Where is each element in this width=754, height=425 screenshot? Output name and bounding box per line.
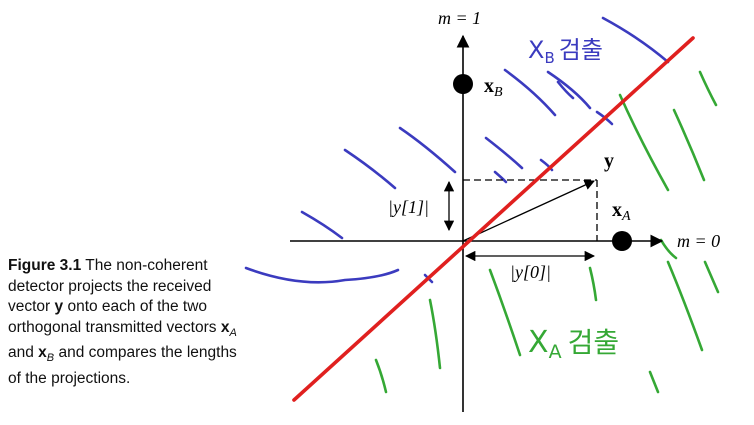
hatch-stroke-a [374, 358, 388, 394]
hatch-stroke-a [672, 108, 706, 182]
hatch-stroke-b [244, 266, 400, 284]
decision-boundary-line [292, 36, 695, 402]
hatch-stroke-b [546, 70, 592, 110]
hatch-stroke-b [503, 68, 557, 117]
caption-sub-B: B [46, 352, 55, 365]
hatch-stroke-b [493, 170, 508, 184]
caption-sub-A: A [229, 326, 237, 339]
point-xA [612, 231, 632, 251]
hatch-stroke-b [343, 148, 397, 190]
axis-m1-label: m = 1 [438, 8, 481, 28]
point-xB-label: xB [484, 75, 503, 100]
proj-y1-label: |y[1]| [388, 197, 429, 217]
vector-y-label: y [604, 150, 614, 172]
hatch-stroke-b [484, 136, 524, 170]
figure-number: Figure 3.1 [8, 257, 82, 274]
caption-vector-xB: x [38, 344, 47, 362]
hatch-stroke-b [300, 210, 344, 240]
hatch-stroke-a [588, 266, 598, 302]
caption-text: The non-coherent detector projects the r… [8, 257, 212, 315]
hatch-stroke-a [648, 370, 660, 394]
hatch-stroke-b [601, 16, 670, 64]
proj-y0-label: |y[0]| [510, 262, 551, 282]
hatch-stroke-a [488, 268, 522, 357]
axis-m0-label: m = 0 [677, 231, 720, 251]
hatch-stroke-a [428, 298, 442, 370]
hatch-stroke-a [703, 260, 720, 294]
caption-text: and compares the lengths of the projecti… [8, 344, 237, 387]
point-xB [453, 74, 473, 94]
hatch-stroke-a [666, 260, 704, 352]
vector-y-arrow [462, 180, 595, 242]
hatch-stroke-b [539, 158, 554, 172]
point-xA-label: xA [612, 199, 631, 224]
caption-vector-y: y [54, 298, 64, 315]
caption-text: and [8, 344, 39, 362]
figure-caption: Figure 3.1 The non-coherent detector pro… [8, 256, 253, 389]
hatch-stroke-a [698, 70, 718, 107]
hatch-stroke-b [556, 80, 575, 100]
region-a-hatching [374, 70, 720, 394]
hatch-stroke-a [659, 238, 678, 260]
caption-vector-xA: x [220, 318, 230, 336]
caption-text: onto each of the two orthogonal transmit… [8, 298, 221, 336]
hatch-stroke-b [398, 126, 457, 174]
hatch-stroke-a [618, 93, 670, 192]
